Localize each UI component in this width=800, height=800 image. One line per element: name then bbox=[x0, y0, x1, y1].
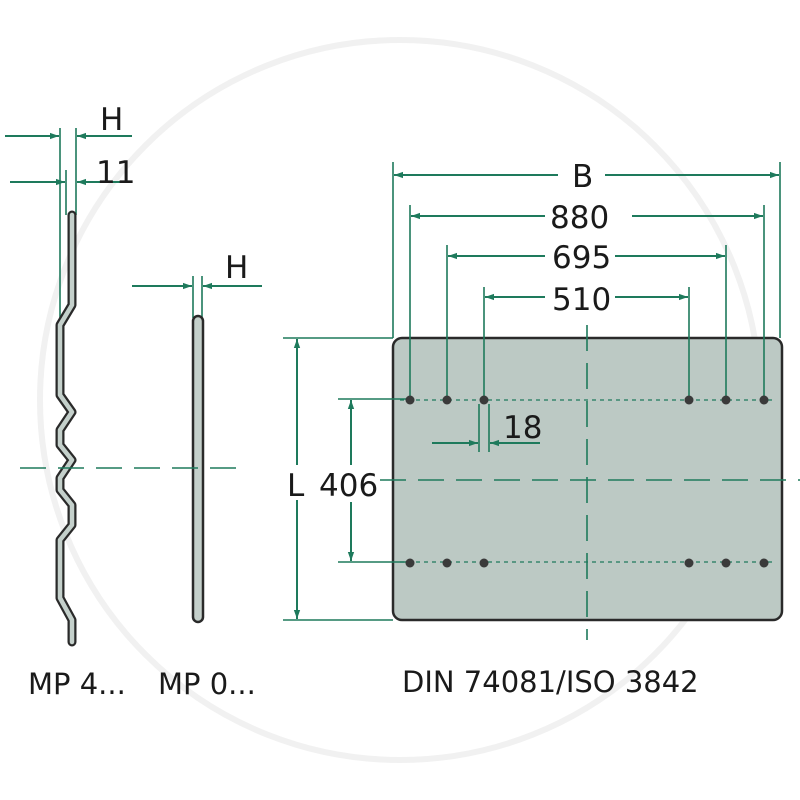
h2-dim-label: H bbox=[225, 250, 248, 286]
hole bbox=[442, 395, 452, 405]
hole bbox=[405, 558, 415, 568]
hole bbox=[684, 395, 694, 405]
flat-profile bbox=[191, 314, 205, 624]
d406-dim-label: 406 bbox=[319, 468, 378, 504]
h-dim-label: H bbox=[100, 102, 123, 138]
caption-mp4: MP 4... bbox=[28, 667, 126, 701]
caption-standard: DIN 74081/ISO 3842 bbox=[402, 665, 699, 699]
hole bbox=[405, 395, 415, 405]
thickness-dim-label: 11 bbox=[96, 155, 135, 191]
hole bbox=[721, 395, 731, 405]
mounting-holes bbox=[405, 395, 769, 568]
d695-dim-label: 695 bbox=[552, 240, 611, 276]
b-dim-label: B bbox=[572, 159, 593, 195]
hole bbox=[442, 558, 452, 568]
hole bbox=[759, 395, 769, 405]
hole-center-marks bbox=[400, 399, 775, 563]
plate-view: B 880 695 510 L 406 bbox=[283, 159, 800, 699]
profile-mp0: H MP 0... bbox=[132, 250, 262, 701]
hole bbox=[721, 558, 731, 568]
hole bbox=[479, 395, 489, 405]
hole bbox=[479, 558, 489, 568]
profile-mp4: H 11 MP 4... bbox=[5, 102, 135, 701]
d510-dim-label: 510 bbox=[552, 282, 611, 318]
d880-dim-label: 880 bbox=[550, 200, 609, 236]
l-dim-label: L bbox=[287, 468, 305, 504]
hole-dim-label: 18 bbox=[503, 410, 542, 446]
hole bbox=[684, 558, 694, 568]
hole bbox=[759, 558, 769, 568]
caption-mp0: MP 0... bbox=[158, 667, 256, 701]
corrugated-profile-fill bbox=[57, 212, 75, 645]
